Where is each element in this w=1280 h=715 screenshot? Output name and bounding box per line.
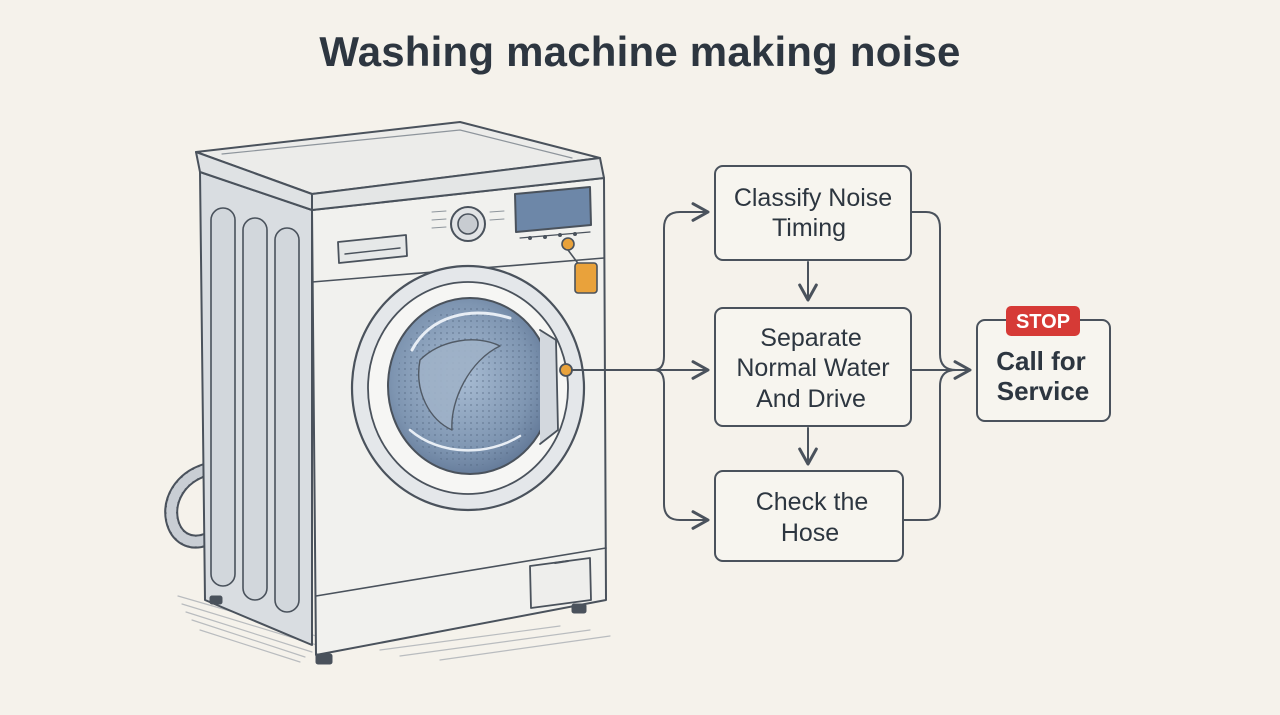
- connector-hose-to-service: [903, 369, 957, 521]
- step-separate-line-1: Separate: [760, 324, 861, 352]
- machine-door: [350, 264, 586, 512]
- floor-shadow: [177, 595, 611, 663]
- step-hose-line-2: Hose: [781, 519, 839, 547]
- door-connection-point: [559, 363, 573, 377]
- connector-to-hose: [653, 369, 710, 530]
- step-service-line-1: Call for: [996, 346, 1086, 376]
- display-screen: [514, 186, 592, 233]
- step-separate-water-drive: Separate Normal Water And Drive: [714, 307, 912, 427]
- warning-tag: [574, 262, 598, 294]
- diagram-title: Washing machine making noise: [319, 28, 961, 75]
- control-knob: [431, 206, 505, 242]
- step-service-line-2: Service: [997, 376, 1090, 406]
- flow-connectors: [571, 202, 972, 530]
- indicator-light: [561, 237, 575, 251]
- washing-machine-illustration: [164, 121, 611, 665]
- stop-badge-label: STOP: [1016, 311, 1070, 333]
- detergent-drawer: [337, 234, 408, 264]
- connector-classify-to-service: [911, 211, 957, 371]
- service-hatch: [529, 557, 592, 609]
- connector-to-classify: [653, 202, 710, 371]
- step-separate-line-2: Normal Water: [736, 354, 889, 382]
- step-separate-line-3: And Drive: [756, 385, 866, 413]
- step-hose-line-1: Check the: [756, 488, 869, 516]
- stop-badge: STOP: [1006, 306, 1080, 336]
- step-check-hose: Check the Hose: [714, 470, 904, 562]
- step-call-for-service: Call for Service: [976, 319, 1111, 422]
- step-classify-noise-timing: Classify Noise Timing: [714, 165, 912, 261]
- step-classify-line-1: Classify Noise: [734, 184, 892, 212]
- step-classify-line-2: Timing: [772, 214, 846, 242]
